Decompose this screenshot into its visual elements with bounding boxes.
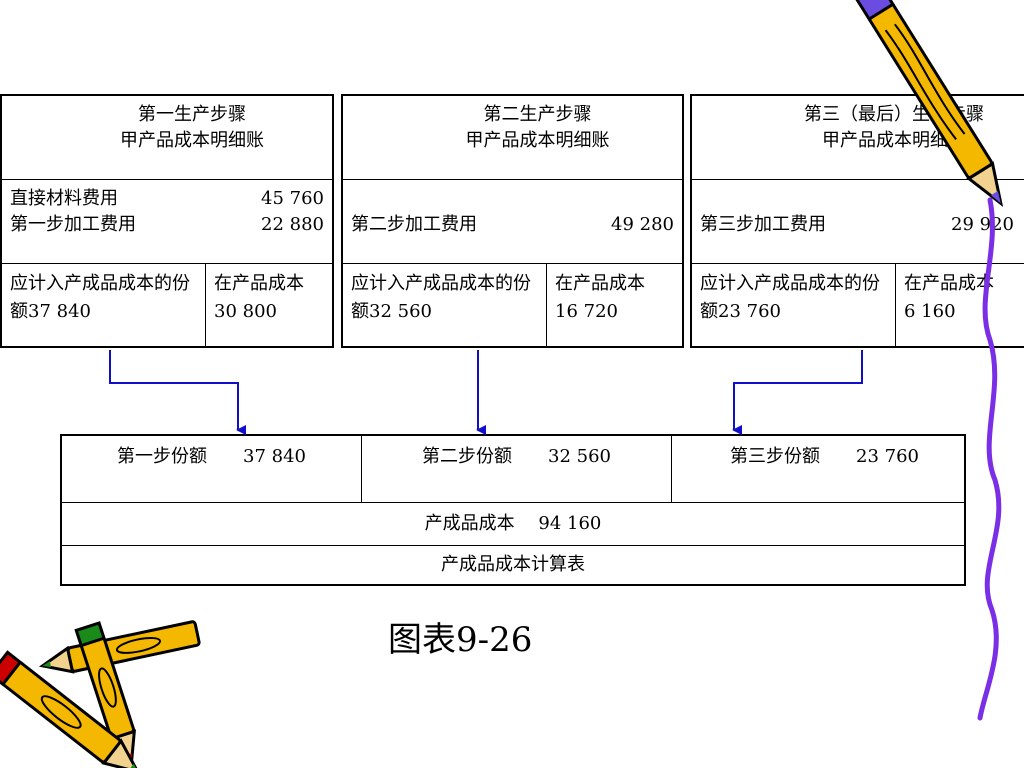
squiggle-line: [980, 200, 999, 718]
arrow-step1: [110, 350, 238, 430]
pencil-icon-left-1: [40, 621, 200, 677]
arrow-step3: [734, 350, 862, 430]
pencil-icon-top: [856, 0, 1012, 211]
